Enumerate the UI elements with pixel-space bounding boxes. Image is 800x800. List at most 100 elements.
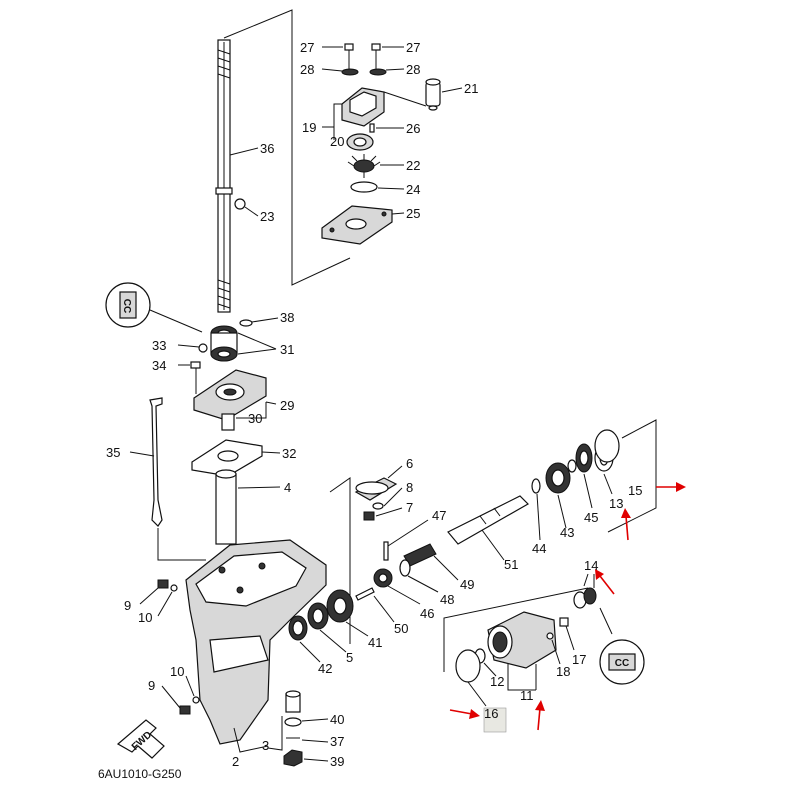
impeller-22 <box>347 154 381 178</box>
part-label-p28a: 28 <box>300 62 314 77</box>
bolt-9-upper <box>157 579 169 589</box>
part-label-p49: 49 <box>460 577 474 592</box>
part-label-p31: 31 <box>280 342 294 357</box>
part-label-p36: 36 <box>260 141 274 156</box>
part-label-p35: 35 <box>106 445 120 460</box>
part-label-p43: 43 <box>560 525 574 540</box>
grease-symbol-badge-upper: CC <box>105 282 151 328</box>
spring-48 <box>399 559 411 577</box>
upper-group-bracket <box>223 9 351 286</box>
svg-text:CC: CC <box>121 299 132 313</box>
nut-39 <box>283 749 303 767</box>
washer-28-right <box>369 68 387 76</box>
part-label-p26: 26 <box>406 121 420 136</box>
bolt-27-left <box>344 43 354 70</box>
pinion-46 <box>373 568 393 588</box>
part-label-p47: 47 <box>432 508 446 523</box>
shim-44 <box>531 478 541 494</box>
fitting-47 <box>383 541 389 561</box>
part-label-p29: 29 <box>280 398 294 413</box>
part-label-p40: 40 <box>330 712 344 727</box>
circlip-23 <box>234 198 246 210</box>
part-label-p34: 34 <box>152 358 166 373</box>
part-label-p42: 42 <box>318 661 332 676</box>
callout-arrow-14 <box>595 569 615 595</box>
shift-rod-35 <box>149 397 163 527</box>
forward-gear-41 <box>326 589 354 623</box>
highlight-box <box>483 707 507 733</box>
o-ring-24 <box>350 181 378 193</box>
washer-38 <box>239 319 253 327</box>
part-label-p10b: 10 <box>170 664 184 679</box>
bolt-27-right <box>371 43 381 70</box>
washer-8 <box>372 502 384 510</box>
callout-arrow-13 <box>621 508 631 541</box>
part-label-p17: 17 <box>572 652 586 667</box>
pump-housing <box>341 87 385 127</box>
gasket-32 <box>191 439 263 477</box>
part-label-p44: 44 <box>532 541 546 556</box>
oil-seals-31 <box>210 325 238 362</box>
part-label-p12: 12 <box>490 674 504 689</box>
part-label-p21: 21 <box>464 81 478 96</box>
part-label-p27a: 27 <box>300 40 314 55</box>
forward-direction-badge: FWD <box>116 719 165 759</box>
part-label-p4: 4 <box>284 480 291 495</box>
bushing-30 <box>221 413 235 431</box>
part-label-p20: 20 <box>330 134 344 149</box>
part-label-p10a: 10 <box>138 610 152 625</box>
bolt-17 <box>559 617 575 651</box>
part-label-p51: 51 <box>504 557 518 572</box>
part-label-p33: 33 <box>152 338 166 353</box>
anode-6 <box>354 477 398 501</box>
washer-10-upper <box>170 584 178 592</box>
propeller-shaft-51 <box>447 495 529 545</box>
part-label-p18: 18 <box>556 664 570 679</box>
dowel-33 <box>198 343 208 353</box>
o-ring-15 <box>594 429 620 463</box>
washer-28-left <box>341 68 359 76</box>
part-label-p11: 11 <box>520 688 534 703</box>
o-ring-16 <box>455 649 481 683</box>
callout-arrow-16 <box>449 709 480 719</box>
pin-26 <box>369 123 375 133</box>
part-label-p6: 6 <box>406 456 413 471</box>
part-label-p39: 39 <box>330 754 344 769</box>
part-label-p13: 13 <box>609 496 623 511</box>
part-label-p2: 2 <box>232 754 239 769</box>
part-label-p15: 15 <box>628 483 642 498</box>
washer-10-lower <box>192 696 200 704</box>
part-label-p22: 22 <box>406 158 420 173</box>
part-label-p8: 8 <box>406 480 413 495</box>
oil-seal-housing-29 <box>193 369 267 421</box>
part-label-p38: 38 <box>280 310 294 325</box>
shift-plunger-50 <box>355 587 375 601</box>
part-label-p9a: 9 <box>124 598 131 613</box>
reverse-gear-43 <box>545 462 571 494</box>
part-label-p16: 16 <box>484 706 498 721</box>
part-label-p19: 19 <box>302 120 316 135</box>
water-tube-4 <box>215 469 237 545</box>
spacer-3 <box>285 690 301 713</box>
part-label-p7: 7 <box>406 500 413 515</box>
part-label-p28b: 28 <box>406 62 420 77</box>
part-label-p3: 3 <box>262 738 269 753</box>
part-label-p9b: 9 <box>148 678 155 693</box>
part-label-p5: 5 <box>346 650 353 665</box>
grease-symbol-badge-lower: CC <box>599 639 645 685</box>
bolt-9-lower <box>179 705 191 715</box>
part-label-p50: 50 <box>394 621 408 636</box>
callout-arrow-15 <box>656 482 686 492</box>
outer-plate-cartridge-25 <box>321 205 393 245</box>
washer-40 <box>284 717 302 727</box>
lower-case-cap-11 <box>487 611 557 669</box>
bolt-34 <box>190 361 201 394</box>
lower-case-housing <box>185 539 327 745</box>
oil-seals-14 <box>573 587 597 609</box>
part-label-p23: 23 <box>260 209 274 224</box>
svg-text:CC: CC <box>615 658 629 669</box>
part-label-p41: 41 <box>368 635 382 650</box>
water-tube-21 <box>425 78 441 111</box>
